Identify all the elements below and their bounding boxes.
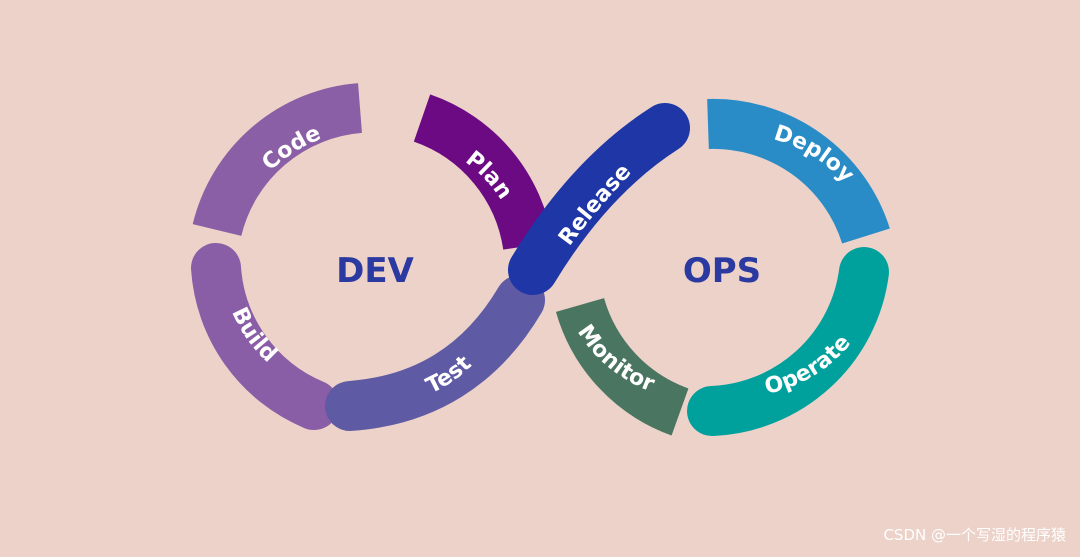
segment-deploy bbox=[707, 98, 890, 245]
segment-monitor bbox=[555, 297, 690, 436]
ops-center-label: OPS bbox=[683, 251, 761, 291]
dev-center-label: DEV bbox=[336, 251, 414, 291]
segment-build bbox=[191, 243, 339, 430]
segment-release bbox=[508, 103, 690, 295]
segment-plan bbox=[413, 94, 553, 251]
segment-operate bbox=[687, 247, 889, 436]
segment-code bbox=[192, 83, 363, 237]
watermark-text: CSDN @一个写湿的程序猿 bbox=[883, 526, 1066, 544]
segment-test bbox=[325, 275, 545, 431]
